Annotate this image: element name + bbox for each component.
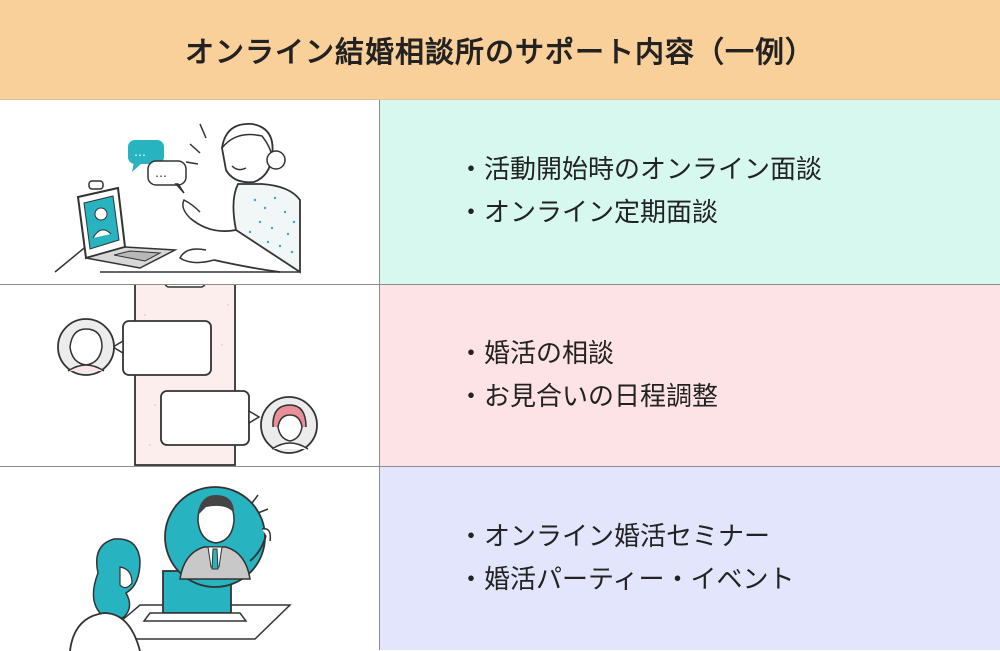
list-item: ・お見合いの日程調整	[458, 381, 719, 412]
list-item: ・婚活の相談	[458, 338, 615, 369]
header-banner: オンライン結婚相談所のサポート内容（一例）	[0, 0, 1000, 100]
svg-text:…: …	[134, 145, 146, 159]
seminar-illustration	[69, 486, 292, 651]
support-list-2: ・婚活の相談 ・お見合いの日程調整	[458, 333, 1000, 419]
illustration-chat	[0, 285, 380, 466]
support-list-3: ・オンライン婚活セミナー ・婚活パーティー・イベント	[458, 516, 1000, 602]
list-item: ・活動開始時のオンライン面談	[458, 155, 823, 185]
svg-text:…: …	[155, 166, 167, 180]
list-item: ・オンライン婚活セミナー	[458, 521, 771, 552]
illustration-seminar	[0, 467, 380, 651]
support-content-1: ・活動開始時のオンライン面談 ・オンライン定期面談	[380, 100, 1000, 284]
support-list-1: ・活動開始時のオンライン面談 ・オンライン定期面談	[458, 149, 1000, 235]
video-call-illustration: … …	[54, 123, 301, 274]
list-item: ・オンライン定期面談	[458, 198, 719, 228]
page-title: オンライン結婚相談所のサポート内容（一例）	[184, 34, 815, 69]
support-row-3: ・オンライン婚活セミナー ・婚活パーティー・イベント	[0, 466, 1000, 651]
chat-illustration	[57, 285, 318, 466]
illustration-video-call: … …	[0, 100, 380, 284]
support-content-3: ・オンライン婚活セミナー ・婚活パーティー・イベント	[380, 467, 1000, 650]
list-item: ・婚活パーティー・イベント	[458, 564, 795, 595]
support-content-2: ・婚活の相談 ・お見合いの日程調整	[380, 285, 1000, 466]
support-row-1: … …	[0, 100, 1000, 284]
support-row-2: ・婚活の相談 ・お見合いの日程調整	[0, 284, 1000, 466]
